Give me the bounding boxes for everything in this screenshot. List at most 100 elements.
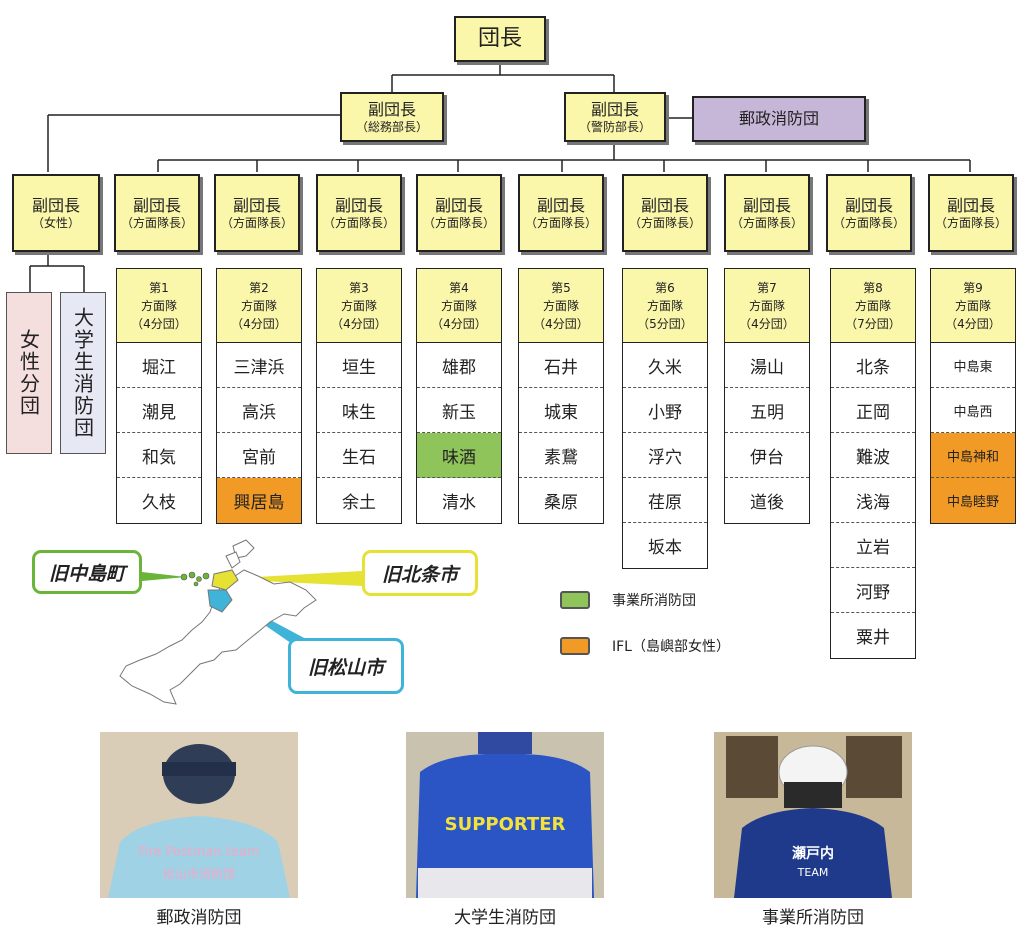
unit-cell: 味生 [317, 388, 401, 433]
photo-postal-team: Fire Postman team 松山市消防団 [100, 732, 298, 898]
callout-matsuyama: 旧松山市 [288, 638, 404, 694]
photo-business-team: 瀬戸内 TEAM [714, 732, 912, 898]
vice-chief-label: 副団長 [536, 195, 585, 215]
vice-chief-area-7-box: 副団長（方面隊長） [724, 174, 810, 252]
unit-cell: 久枝 [142, 493, 176, 513]
area-label: 方面隊 [854, 298, 891, 313]
area-number: 第6 [655, 280, 675, 295]
unit-cell: 中島西 [931, 388, 1015, 433]
postal-jacket-text: Fire Postman team [138, 845, 259, 860]
vice-chief-role: （方面隊長） [220, 215, 293, 230]
vice-chief-label: 副団長 [31, 195, 80, 215]
area-number: 第3 [349, 280, 369, 295]
unit-cell: 荏原 [623, 478, 707, 523]
chief-box: 団長 [454, 16, 546, 62]
callout-hojo-label: 旧北条市 [381, 563, 458, 586]
area-label: 方面隊 [542, 298, 579, 313]
unit-cell: 小野 [623, 388, 707, 433]
unit-cell: 新玉 [417, 388, 501, 433]
unit-cell: 和気 [117, 433, 201, 478]
women-unit-label: 女性分団 [16, 329, 41, 417]
unit-cell: 高浜 [217, 388, 301, 433]
callout-matsuyama-label: 旧松山市 [307, 656, 384, 679]
vice-chief-label: 副団長 [844, 195, 893, 215]
vice-chief-role: （女性） [31, 215, 80, 230]
vice-chief-role: （警防部長） [578, 119, 651, 134]
area-unit-count: （4分団） [331, 316, 387, 331]
legend-item-business: 事業所消防団 [560, 590, 696, 610]
vice-chief-role: （方面隊長） [934, 215, 1007, 230]
vice-chief-role: （総務部長） [355, 119, 428, 134]
area-number: 第8 [863, 280, 883, 295]
unit-cell: 立岩 [831, 523, 915, 568]
legend-label: 事業所消防団 [612, 593, 696, 609]
unit-cell: 桑原 [544, 493, 578, 513]
photo-university-team: SUPPORTER [406, 732, 604, 898]
vice-chief-area-2-box: 副団長（方面隊長） [214, 174, 300, 252]
area-number: 第7 [757, 280, 777, 295]
vice-chief-label: 副団長 [742, 195, 791, 215]
area-unit-count: （4分団） [945, 316, 1001, 331]
unit-cell: 河野 [831, 568, 915, 613]
vice-chief-label: 副団長 [590, 99, 639, 119]
legend-swatch-green [560, 591, 590, 609]
unit-cell: 中島睦野 [931, 478, 1015, 523]
legend-item-ifl: IFL（島嶼部女性） [560, 636, 730, 656]
vice-chief-label: 副団長 [367, 99, 416, 119]
vice-chief-role: （方面隊長） [422, 215, 495, 230]
unit-cell: 浅海 [831, 478, 915, 523]
vice-chief-label: 副団長 [132, 195, 181, 215]
business-jacket-text2: TEAM [797, 866, 829, 879]
vice-chief-label: 副団長 [232, 195, 281, 215]
matsuyama-map [119, 539, 317, 705]
vice-chief-role: （方面隊長） [120, 215, 193, 230]
vice-chief-role: （方面隊長） [832, 215, 905, 230]
unit-cell: 清水 [442, 493, 476, 513]
vice-chief-area-5-box: 副団長（方面隊長） [518, 174, 604, 252]
vice-chief-role: （方面隊長） [730, 215, 803, 230]
unit-cell: 伊台 [725, 433, 809, 478]
caption-university-team: 大学生消防団 [454, 908, 556, 928]
unit-cell: 中島東 [931, 343, 1015, 388]
university-unit-box: 大学生消防団 [60, 292, 106, 454]
area-number: 第2 [249, 280, 269, 295]
area-unit-count: （4分団） [231, 316, 287, 331]
unit-cell: 坂本 [648, 538, 682, 558]
area-label: 方面隊 [340, 298, 377, 313]
vice-chief-role: （方面隊長） [628, 215, 701, 230]
vice-chief-area-9-box: 副団長（方面隊長） [928, 174, 1014, 252]
area-number: 第1 [149, 280, 169, 295]
unit-cell: 余土 [342, 493, 376, 513]
callout-hojo: 旧北条市 [362, 550, 478, 596]
vice-chief-label: 副団長 [334, 195, 383, 215]
vice-chief-area-1-box: 副団長（方面隊長） [114, 174, 200, 252]
women-unit-box: 女性分団 [6, 292, 52, 454]
unit-cell: 正岡 [831, 388, 915, 433]
unit-cell: 生石 [317, 433, 401, 478]
unit-cell: 宮前 [217, 433, 301, 478]
callout-nakajima: 旧中島町 [32, 550, 142, 594]
postal-team-box: 郵政消防団 [692, 96, 866, 142]
unit-cell: 興居島 [217, 478, 301, 523]
vice-chief-area-4-box: 副団長（方面隊長） [416, 174, 502, 252]
area-label: 方面隊 [646, 298, 683, 313]
vice-chief-area-6-box: 副団長（方面隊長） [622, 174, 708, 252]
area-unit-count: （4分団） [431, 316, 487, 331]
area-unit-count: （4分団） [533, 316, 589, 331]
unit-cell: 湯山 [725, 343, 809, 388]
caption-business-team: 事業所消防団 [762, 908, 864, 928]
callout-nakajima-label: 旧中島町 [48, 562, 125, 585]
area-number: 第4 [449, 280, 469, 295]
legend-swatch-orange [560, 637, 590, 655]
